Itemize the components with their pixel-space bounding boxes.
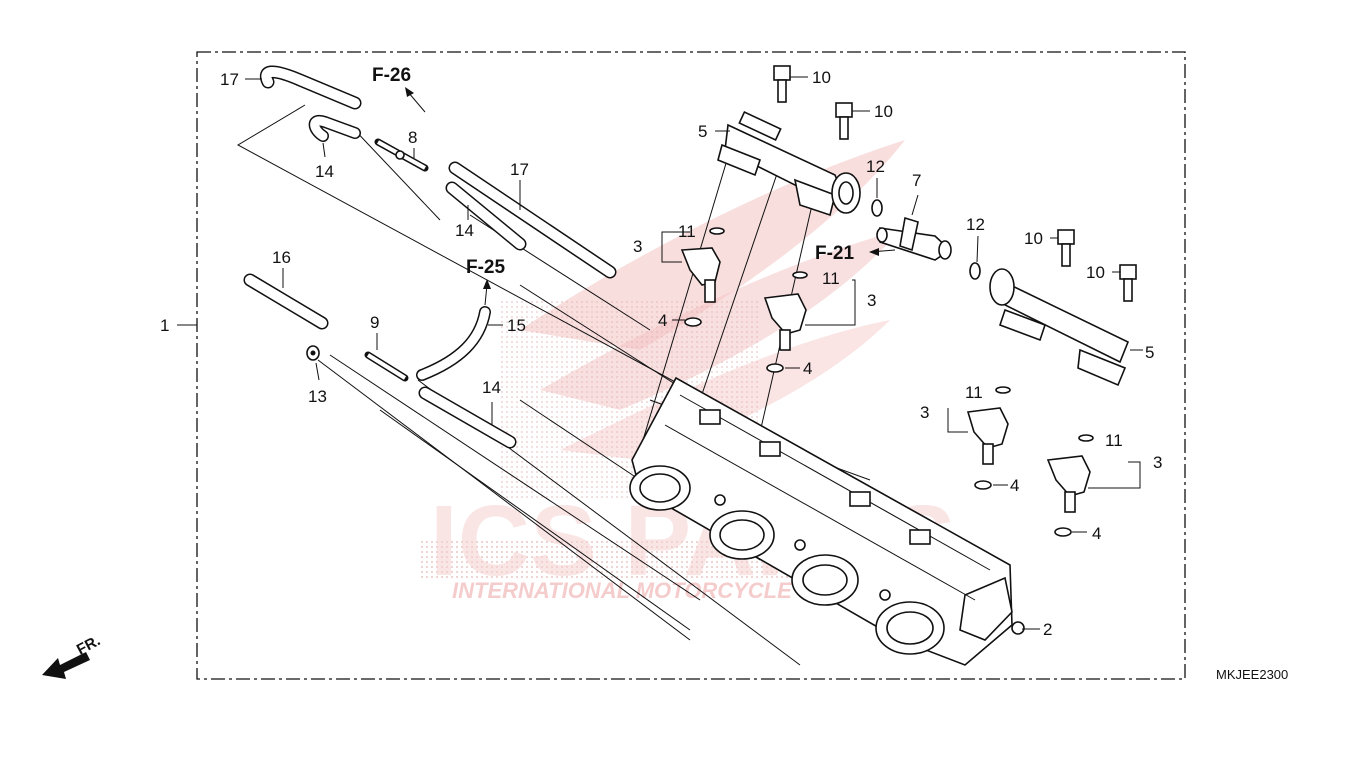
injector-set-1 (680, 227, 725, 327)
callout-14-lower: 14 (482, 378, 501, 397)
callout-9: 9 (370, 313, 379, 332)
hose-15 (416, 306, 491, 381)
callout-12-upper: 12 (866, 157, 885, 176)
diagram-code: MKJEE2300 (1216, 667, 1288, 682)
callout-17-upper: 17 (220, 70, 239, 89)
front-arrow-icon (42, 652, 90, 679)
callout-leaders (177, 76, 1143, 630)
callout-4-c: 4 (1010, 476, 1019, 495)
callout-2: 2 (1043, 620, 1052, 639)
callout-3-d: 3 (1153, 453, 1162, 472)
ref-f-25[interactable]: F-25 (466, 257, 506, 278)
hose-14-upper (308, 114, 361, 142)
callout-14-upper: 14 (315, 162, 334, 181)
fuel-rail-lower (989, 268, 1130, 387)
bolts-10 (773, 65, 1137, 302)
joint-8 (374, 138, 429, 172)
throttle-body (629, 376, 1025, 666)
front-direction-marker: FR. (42, 632, 103, 679)
callout-3-c: 3 (920, 403, 929, 422)
callout-7: 7 (912, 171, 921, 190)
injector-set-2 (763, 271, 808, 373)
callout-12-lower: 12 (966, 215, 985, 234)
hose-16 (243, 273, 329, 330)
callout-3-a: 3 (633, 237, 642, 256)
callout-14-middle: 14 (455, 221, 474, 240)
joint-9 (364, 351, 409, 382)
ref-f-26[interactable]: F-26 (372, 65, 411, 86)
callout-13: 13 (308, 387, 327, 406)
callout-5-lower: 5 (1145, 343, 1154, 362)
callout-17-lower: 17 (510, 160, 529, 179)
callout-11-b: 11 (822, 269, 840, 288)
assembly-frame (196, 51, 1186, 680)
callout-4-d: 4 (1092, 524, 1101, 543)
callout-11-c: 11 (965, 383, 983, 402)
fuel-rail-upper (717, 111, 861, 217)
ref-arrows (405, 87, 896, 306)
hose-14-middle (445, 181, 527, 251)
hose-14-lower (418, 386, 517, 449)
callout-1: 1 (160, 316, 169, 335)
callout-10-c: 10 (1024, 229, 1043, 248)
callout-3-b: 3 (867, 291, 876, 310)
callout-11-a: 11 (678, 222, 696, 241)
callout-16: 16 (272, 248, 291, 267)
reference-labels: F-26 F-25 F-21 (372, 65, 855, 278)
callout-15: 15 (507, 316, 526, 335)
fitting-7 (876, 216, 952, 261)
callout-10-d: 10 (1086, 263, 1105, 282)
injector-set-3 (966, 386, 1011, 490)
o-ring-12-upper (871, 199, 883, 217)
injector-set-4 (1046, 434, 1094, 537)
ref-f-21[interactable]: F-21 (815, 243, 855, 264)
hose-17-upper (260, 65, 362, 110)
callout-8: 8 (408, 128, 417, 147)
callouts: 17 14 8 17 14 16 1 9 15 13 14 5 10 10 12… (160, 68, 1162, 639)
o-ring-12-lower (969, 262, 981, 280)
callout-11-d: 11 (1105, 431, 1123, 450)
clip-13 (306, 345, 320, 361)
callout-10-a: 10 (812, 68, 831, 87)
callout-4-b: 4 (803, 359, 812, 378)
callout-10-b: 10 (874, 102, 893, 121)
hose-17-lower (448, 161, 617, 279)
callout-4-a: 4 (658, 311, 667, 330)
front-label: FR. (74, 632, 103, 658)
callout-5-upper: 5 (698, 122, 707, 141)
